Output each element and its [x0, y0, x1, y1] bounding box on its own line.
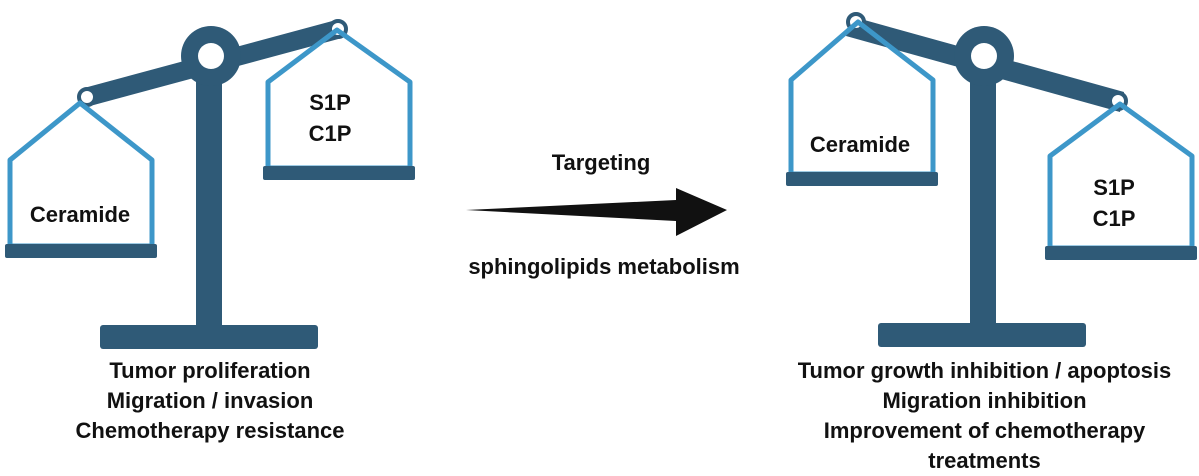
left-scale-post	[196, 60, 222, 330]
left-light-pan-label-1: S1P	[309, 90, 351, 115]
left-outcome-3: Chemotherapy resistance	[75, 418, 345, 443]
left-light-pan-label-2: C1P	[309, 121, 352, 146]
left-heavy-pan-tray	[5, 244, 157, 258]
right-heavy-pan-tray	[1045, 246, 1197, 260]
arrow-label-bottom: sphingolipids metabolism	[468, 254, 739, 279]
left-scale-pivot-hole	[198, 43, 224, 69]
targeting-arrow-group: Targeting sphingolipids metabolism	[466, 150, 740, 279]
right-balance-scale: Ceramide S1P C1P	[786, 12, 1197, 347]
targeting-arrow	[466, 188, 727, 236]
right-outcome-4: treatments	[928, 448, 1041, 473]
right-outcome-3: Improvement of chemotherapy	[823, 418, 1146, 443]
right-scale-pivot-hole	[971, 43, 997, 69]
left-outcomes-caption: Tumor proliferation Migration / invasion…	[0, 356, 420, 446]
right-scale-post	[970, 60, 996, 328]
arrow-label-top: Targeting	[552, 150, 651, 175]
left-light-pan-tray	[263, 166, 415, 180]
right-heavy-pan-label-2: C1P	[1093, 206, 1136, 231]
left-outcome-1: Tumor proliferation	[109, 358, 311, 383]
left-beam-end-left	[77, 87, 97, 107]
right-outcomes-caption: Tumor growth inhibition / apoptosis Migr…	[770, 356, 1199, 476]
right-scale-base	[878, 323, 1086, 347]
left-heavy-pan-label: Ceramide	[30, 202, 130, 227]
left-balance-scale: Ceramide S1P C1P	[5, 19, 415, 349]
left-outcome-2: Migration / invasion	[106, 388, 314, 413]
right-outcome-2: Migration inhibition	[882, 388, 1087, 413]
left-scale-base	[100, 325, 318, 349]
right-light-pan-label: Ceramide	[810, 132, 910, 157]
right-outcome-1: Tumor growth inhibition / apoptosis	[797, 358, 1172, 383]
right-heavy-pan-label-1: S1P	[1093, 175, 1135, 200]
right-light-pan-tray	[786, 172, 938, 186]
